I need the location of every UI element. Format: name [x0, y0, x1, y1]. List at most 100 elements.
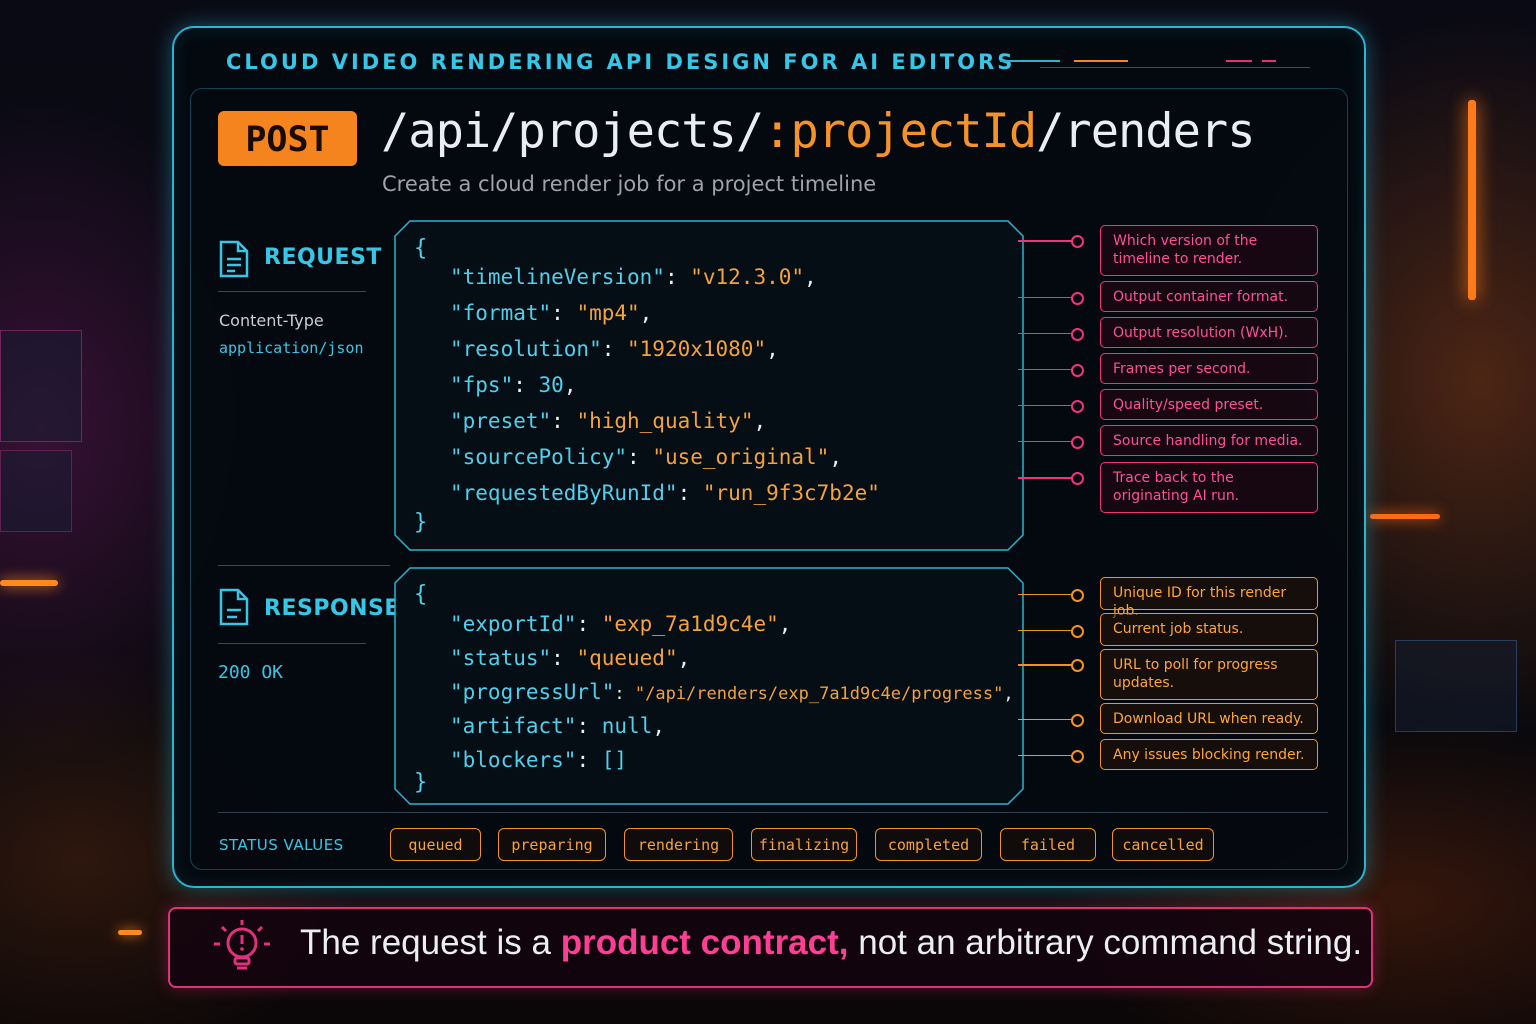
- connector-dot: [1071, 435, 1084, 449]
- request-field-value: 30: [538, 373, 564, 397]
- request-field-comma: ,: [563, 373, 577, 397]
- request-field-value: "use_original": [652, 445, 830, 469]
- response-status-code: 200 OK: [218, 662, 284, 683]
- request-field-comma: ,: [639, 301, 653, 325]
- colon: :: [576, 748, 602, 772]
- request-field-value: "mp4": [576, 301, 640, 325]
- connector-dot: [1071, 659, 1084, 672]
- request-field-annotation: Source handling for media.: [1100, 425, 1318, 456]
- connector-line: [1018, 718, 1074, 720]
- colon: :: [513, 373, 539, 397]
- status-chip: rendering: [624, 828, 733, 861]
- response-field-line: "status": "queued",: [450, 646, 690, 670]
- bg-monitor-left-2: [0, 450, 72, 532]
- response-field-line: "blockers": []: [450, 748, 627, 772]
- connector-line: [1018, 240, 1074, 242]
- request-field-key: "timelineVersion": [450, 265, 665, 289]
- connector-line: [1018, 754, 1074, 756]
- connector-dot: [1071, 624, 1084, 638]
- content-type-value: application/json: [219, 339, 364, 357]
- divider: [218, 643, 366, 644]
- content-type-label: Content-Type: [219, 311, 324, 330]
- request-field-comma: ,: [829, 445, 842, 469]
- http-method-badge: POST: [218, 111, 357, 166]
- colon: :: [551, 646, 577, 670]
- response-close-brace: }: [414, 770, 428, 795]
- connector-line: [1018, 404, 1074, 406]
- request-field-annotation: Output resolution (WxH).: [1100, 317, 1318, 348]
- response-field-line: "progressUrl": "/api/renders/exp_7a1d9c4…: [450, 680, 1014, 704]
- request-field-key: "sourcePolicy": [450, 445, 628, 469]
- response-field-annotation: Download URL when ready.: [1100, 703, 1318, 734]
- request-field-line: "preset": "high_quality",: [450, 409, 766, 433]
- page-title: CLOUD VIDEO RENDERING API DESIGN FOR AI …: [226, 50, 1016, 74]
- status-chip: finalizing: [751, 828, 857, 861]
- response-field-comma: ,: [652, 714, 665, 738]
- request-field-comma: ,: [804, 265, 817, 289]
- request-code-frame: [394, 220, 1024, 551]
- request-field-comma: ,: [753, 409, 767, 433]
- request-field-line: "resolution": "1920x1080",: [450, 337, 779, 361]
- status-values-label: STATUS VALUES: [219, 836, 344, 854]
- takeaway-text: The request is a product contract, not a…: [300, 923, 1362, 963]
- path-suffix: /renders: [1036, 104, 1255, 159]
- connector-dot: [1071, 363, 1084, 377]
- connector-line: [1018, 477, 1074, 479]
- neon-strip-right-low: [1370, 514, 1440, 519]
- connector-dot: [1071, 399, 1084, 413]
- response-field-line: "artifact": null,: [450, 714, 665, 738]
- colon: :: [614, 684, 635, 704]
- request-field-comma: ,: [766, 337, 779, 361]
- response-field-value: []: [601, 748, 628, 772]
- request-field-annotation: Output container format.: [1100, 281, 1318, 312]
- document-icon: [219, 240, 249, 278]
- request-field-annotation: Trace back to the originating AI run.: [1100, 462, 1318, 513]
- response-open-brace: {: [414, 582, 428, 607]
- status-chip: queued: [390, 828, 481, 861]
- takeaway-text-before: The request is a: [300, 923, 561, 962]
- status-chip: failed: [1000, 828, 1096, 861]
- colon: :: [551, 409, 577, 433]
- request-field-value: "run_9f3c7b2e": [702, 481, 880, 505]
- header-deco-line: [1000, 60, 1060, 62]
- connector-line: [1018, 332, 1074, 334]
- api-card-inner-frame: [190, 88, 1348, 870]
- connector-line: [1018, 629, 1074, 631]
- takeaway-banner: [168, 907, 1373, 988]
- lightbulb-icon: [214, 920, 270, 970]
- response-field-comma: ,: [778, 612, 792, 636]
- connector-line: [1018, 368, 1074, 370]
- request-label: REQUEST: [264, 245, 382, 270]
- colon: :: [664, 265, 691, 289]
- response-field-key: "blockers": [450, 748, 577, 772]
- status-chip: cancelled: [1112, 828, 1214, 861]
- header-deco-line: [1262, 60, 1276, 62]
- status-chip: completed: [875, 828, 982, 861]
- connector-dot: [1071, 588, 1084, 602]
- response-field-annotation: URL to poll for progress updates.: [1100, 649, 1318, 700]
- colon: :: [576, 714, 602, 738]
- request-field-value: "v12.3.0": [690, 265, 805, 289]
- connector-dot: [1071, 713, 1084, 727]
- divider: [218, 291, 366, 292]
- request-field-value: "1920x1080": [627, 337, 767, 361]
- response-field-key: "progressUrl": [450, 680, 615, 704]
- request-field-line: "sourcePolicy": "use_original",: [450, 445, 842, 469]
- neon-strip-right: [1468, 100, 1476, 300]
- request-field-annotation: Which version of the timeline to render.: [1100, 225, 1318, 276]
- response-code-block: [394, 567, 1024, 805]
- bg-monitor-left: [0, 330, 82, 442]
- request-field-line: "requestedByRunId": "run_9f3c7b2e": [450, 481, 880, 505]
- connector-line: [1018, 593, 1074, 595]
- divider: [218, 812, 1328, 813]
- connector-dot: [1071, 749, 1084, 763]
- request-code-block: [394, 220, 1024, 551]
- response-field-key: "artifact": [450, 714, 577, 738]
- request-field-value: "high_quality": [576, 409, 754, 433]
- neon-strip-left-low: [118, 930, 142, 935]
- response-field-value: "exp_7a1d9c4e": [601, 612, 779, 636]
- bg-monitor-right: [1395, 640, 1517, 732]
- response-field-comma: ,: [1003, 684, 1014, 704]
- connector-dot: [1071, 327, 1084, 341]
- status-chip: preparing: [498, 828, 606, 861]
